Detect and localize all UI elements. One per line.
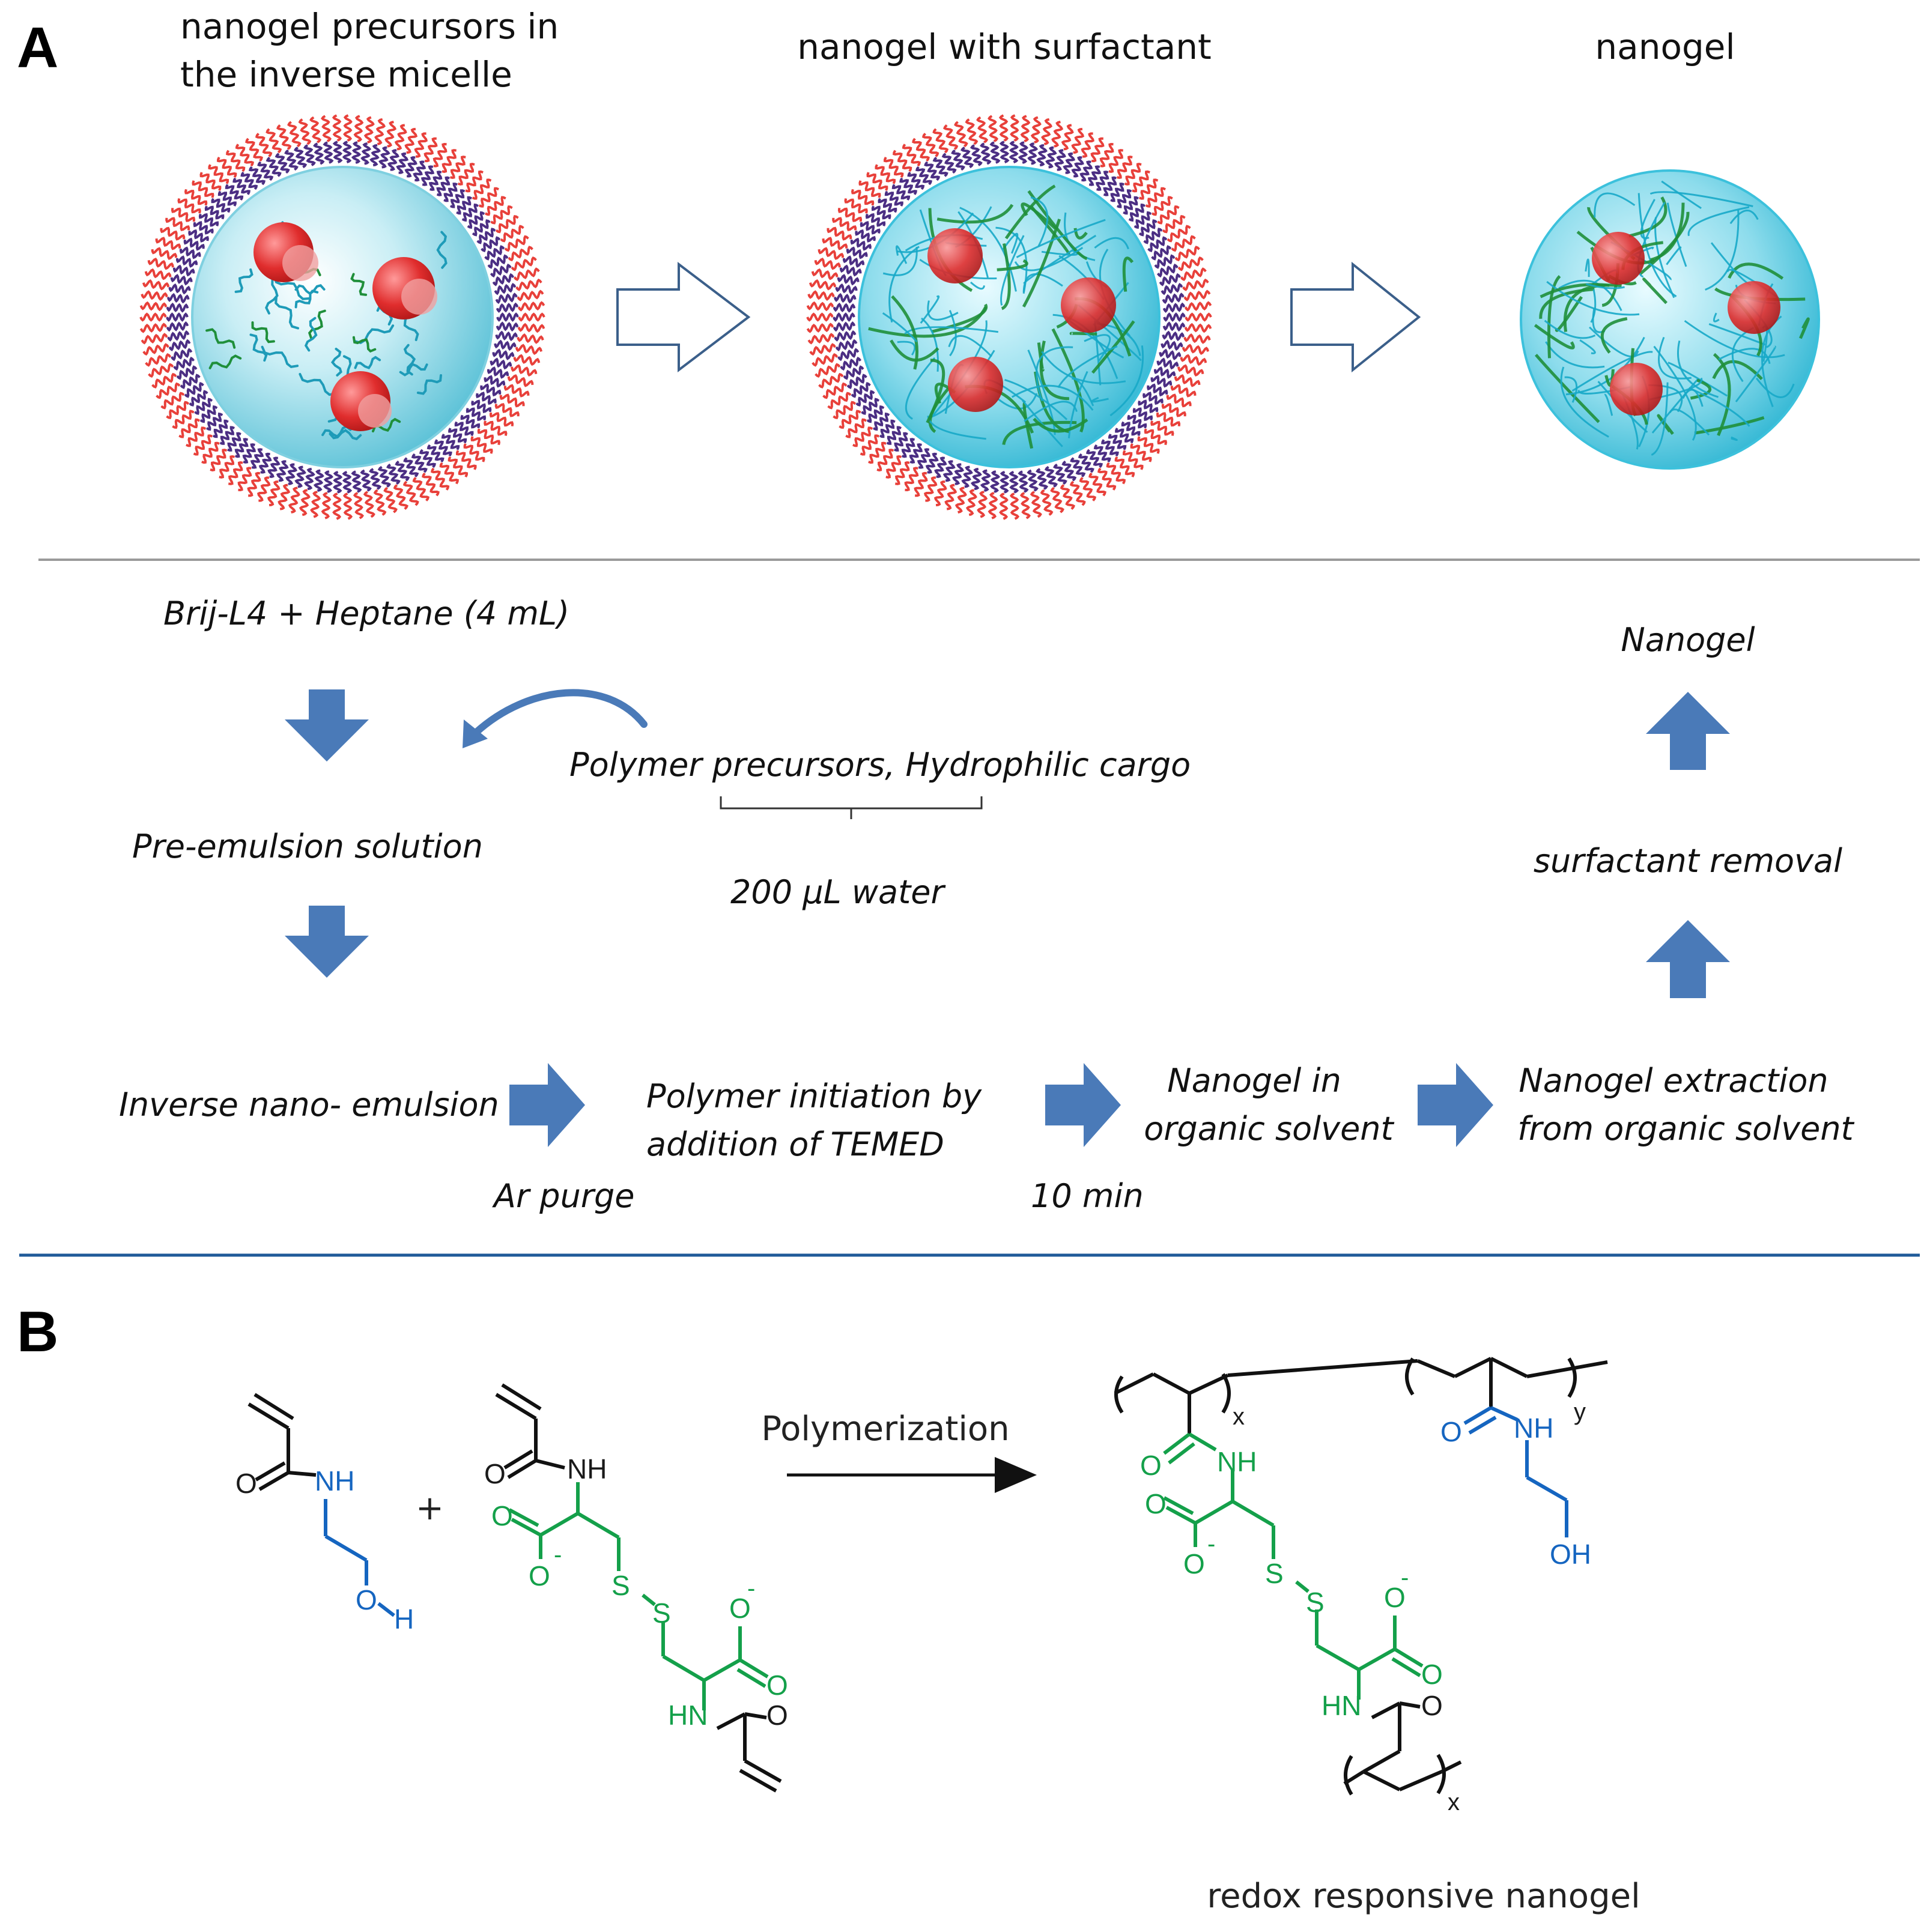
precursor-chains: [205, 221, 448, 441]
subscript-x: x: [1448, 1789, 1460, 1815]
atom-nh: NH: [315, 1465, 354, 1497]
atom-oh: OH: [1550, 1539, 1591, 1570]
stage-title-precursor-line2: the inverse micelle: [180, 54, 512, 95]
atom-nh: NH: [1217, 1446, 1257, 1477]
inverse-micelle-illustration: [139, 114, 545, 520]
step-water: 200 μL water: [730, 873, 945, 911]
redox-responsive-nanogel-structure: x y: [1114, 1357, 1608, 1815]
block-down-arrow: [285, 906, 369, 978]
charge-minus: -: [747, 1575, 755, 1602]
cargo-particle: [1728, 281, 1780, 334]
step-final: Nanogel: [1621, 621, 1755, 659]
atom-s: S: [1265, 1558, 1284, 1589]
outline-right-arrow: [616, 261, 751, 373]
block-right-arrow: [1045, 1063, 1121, 1147]
block-up-arrow: [1646, 692, 1730, 770]
surfactant-corona: [139, 114, 545, 520]
block-right-arrow: [509, 1063, 585, 1147]
cargo-particle: [927, 228, 983, 283]
step-ar-purge: Ar purge: [492, 1177, 635, 1215]
atom-s: S: [1306, 1587, 1325, 1618]
atom-o: O: [1183, 1548, 1205, 1579]
gel-core: [858, 166, 1161, 468]
atom-nh: NH: [1514, 1413, 1553, 1444]
cargo-particle: [330, 371, 392, 431]
block-right-arrow: [1418, 1063, 1493, 1147]
stage-title-precursor-line1: nanogel precursors in: [180, 6, 559, 47]
atom-hn: HN: [1322, 1690, 1361, 1721]
atom-o: O: [491, 1500, 513, 1531]
cargo-particle: [372, 257, 437, 319]
atom-s: S: [652, 1597, 671, 1629]
subscript-x: x: [1233, 1404, 1245, 1430]
nanogel-with-surfactant-illustration: [806, 114, 1212, 520]
atom-o: O: [1140, 1450, 1162, 1481]
step-surfactant-removal: surfactant removal: [1534, 842, 1842, 880]
step-inverse-emulsion: Inverse nano- emulsion: [119, 1086, 499, 1124]
cargo-particle: [948, 357, 1003, 412]
atom-o: O: [484, 1458, 506, 1489]
step-start: Brij-L4 + Heptane (4 mL): [163, 595, 569, 632]
step-in-solvent-line1: Nanogel in: [1167, 1062, 1341, 1100]
curved-arrow: [472, 689, 648, 736]
polymer-network: [868, 184, 1144, 449]
step-additive: Polymer precursors, Hydrophilic cargo: [569, 746, 1191, 784]
charge-minus: -: [1207, 1531, 1215, 1557]
reaction-arrow-label: Polymerization: [761, 1410, 1009, 1449]
charge-minus: -: [1401, 1564, 1409, 1591]
cargo-particle: [1592, 232, 1645, 285]
surfactant-corona: [806, 114, 1212, 520]
step-pre-emulsion: Pre-emulsion solution: [132, 828, 483, 865]
atom-s: S: [611, 1570, 630, 1601]
step-extraction-line2: from organic solvent: [1517, 1110, 1854, 1148]
cargo-particle: [1610, 363, 1663, 416]
plus-sign: +: [416, 1489, 444, 1528]
atom-o: O: [766, 1700, 788, 1731]
monomer-hydroxyethyl-acrylamide: O NH O H: [235, 1393, 414, 1635]
panel-label-b: B: [17, 1300, 58, 1364]
step-ten-min: 10 min: [1031, 1177, 1144, 1215]
step-initiation-line1: Polymer initiation by: [646, 1077, 982, 1115]
outline-right-arrow: [1290, 261, 1421, 373]
atom-hn: HN: [668, 1700, 708, 1731]
atom-o: O: [529, 1560, 550, 1591]
charge-minus: -: [554, 1542, 562, 1568]
cargo-particle: [253, 222, 318, 282]
subscript-y: y: [1574, 1399, 1586, 1425]
atom-o: O: [235, 1468, 257, 1499]
block-up-arrow: [1646, 920, 1730, 998]
panel-label-a: A: [17, 16, 58, 80]
step-in-solvent-line2: organic solvent: [1144, 1110, 1394, 1148]
atom-nh: NH: [567, 1453, 607, 1485]
stage-title-with-surfactant: nanogel with surfactant: [797, 26, 1212, 67]
monomer-bisacryloyl-cystine: O NH O O - S S O - O HN O: [484, 1383, 788, 1793]
step-initiation-line2: addition of TEMED: [646, 1125, 944, 1163]
atom-o: O: [729, 1593, 751, 1624]
atom-o: O: [1145, 1488, 1167, 1519]
atom-o: O: [766, 1670, 788, 1701]
step-extraction-line1: Nanogel extraction: [1519, 1062, 1828, 1100]
atom-o: O: [356, 1584, 377, 1616]
brace: [720, 796, 983, 819]
atom-o: O: [1440, 1416, 1462, 1447]
product-label: redox responsive nanogel: [1207, 1877, 1640, 1916]
curved-arrow-head: [463, 719, 488, 748]
atom-o: O: [1421, 1690, 1443, 1721]
atom-o: O: [1421, 1659, 1443, 1690]
atom-h: H: [394, 1603, 414, 1635]
cargo-particle: [1061, 277, 1116, 333]
block-down-arrow: [285, 689, 369, 762]
nanogel-illustration: [1520, 169, 1820, 470]
atom-o: O: [1384, 1582, 1406, 1613]
stage-title-nanogel: nanogel: [1595, 26, 1735, 67]
